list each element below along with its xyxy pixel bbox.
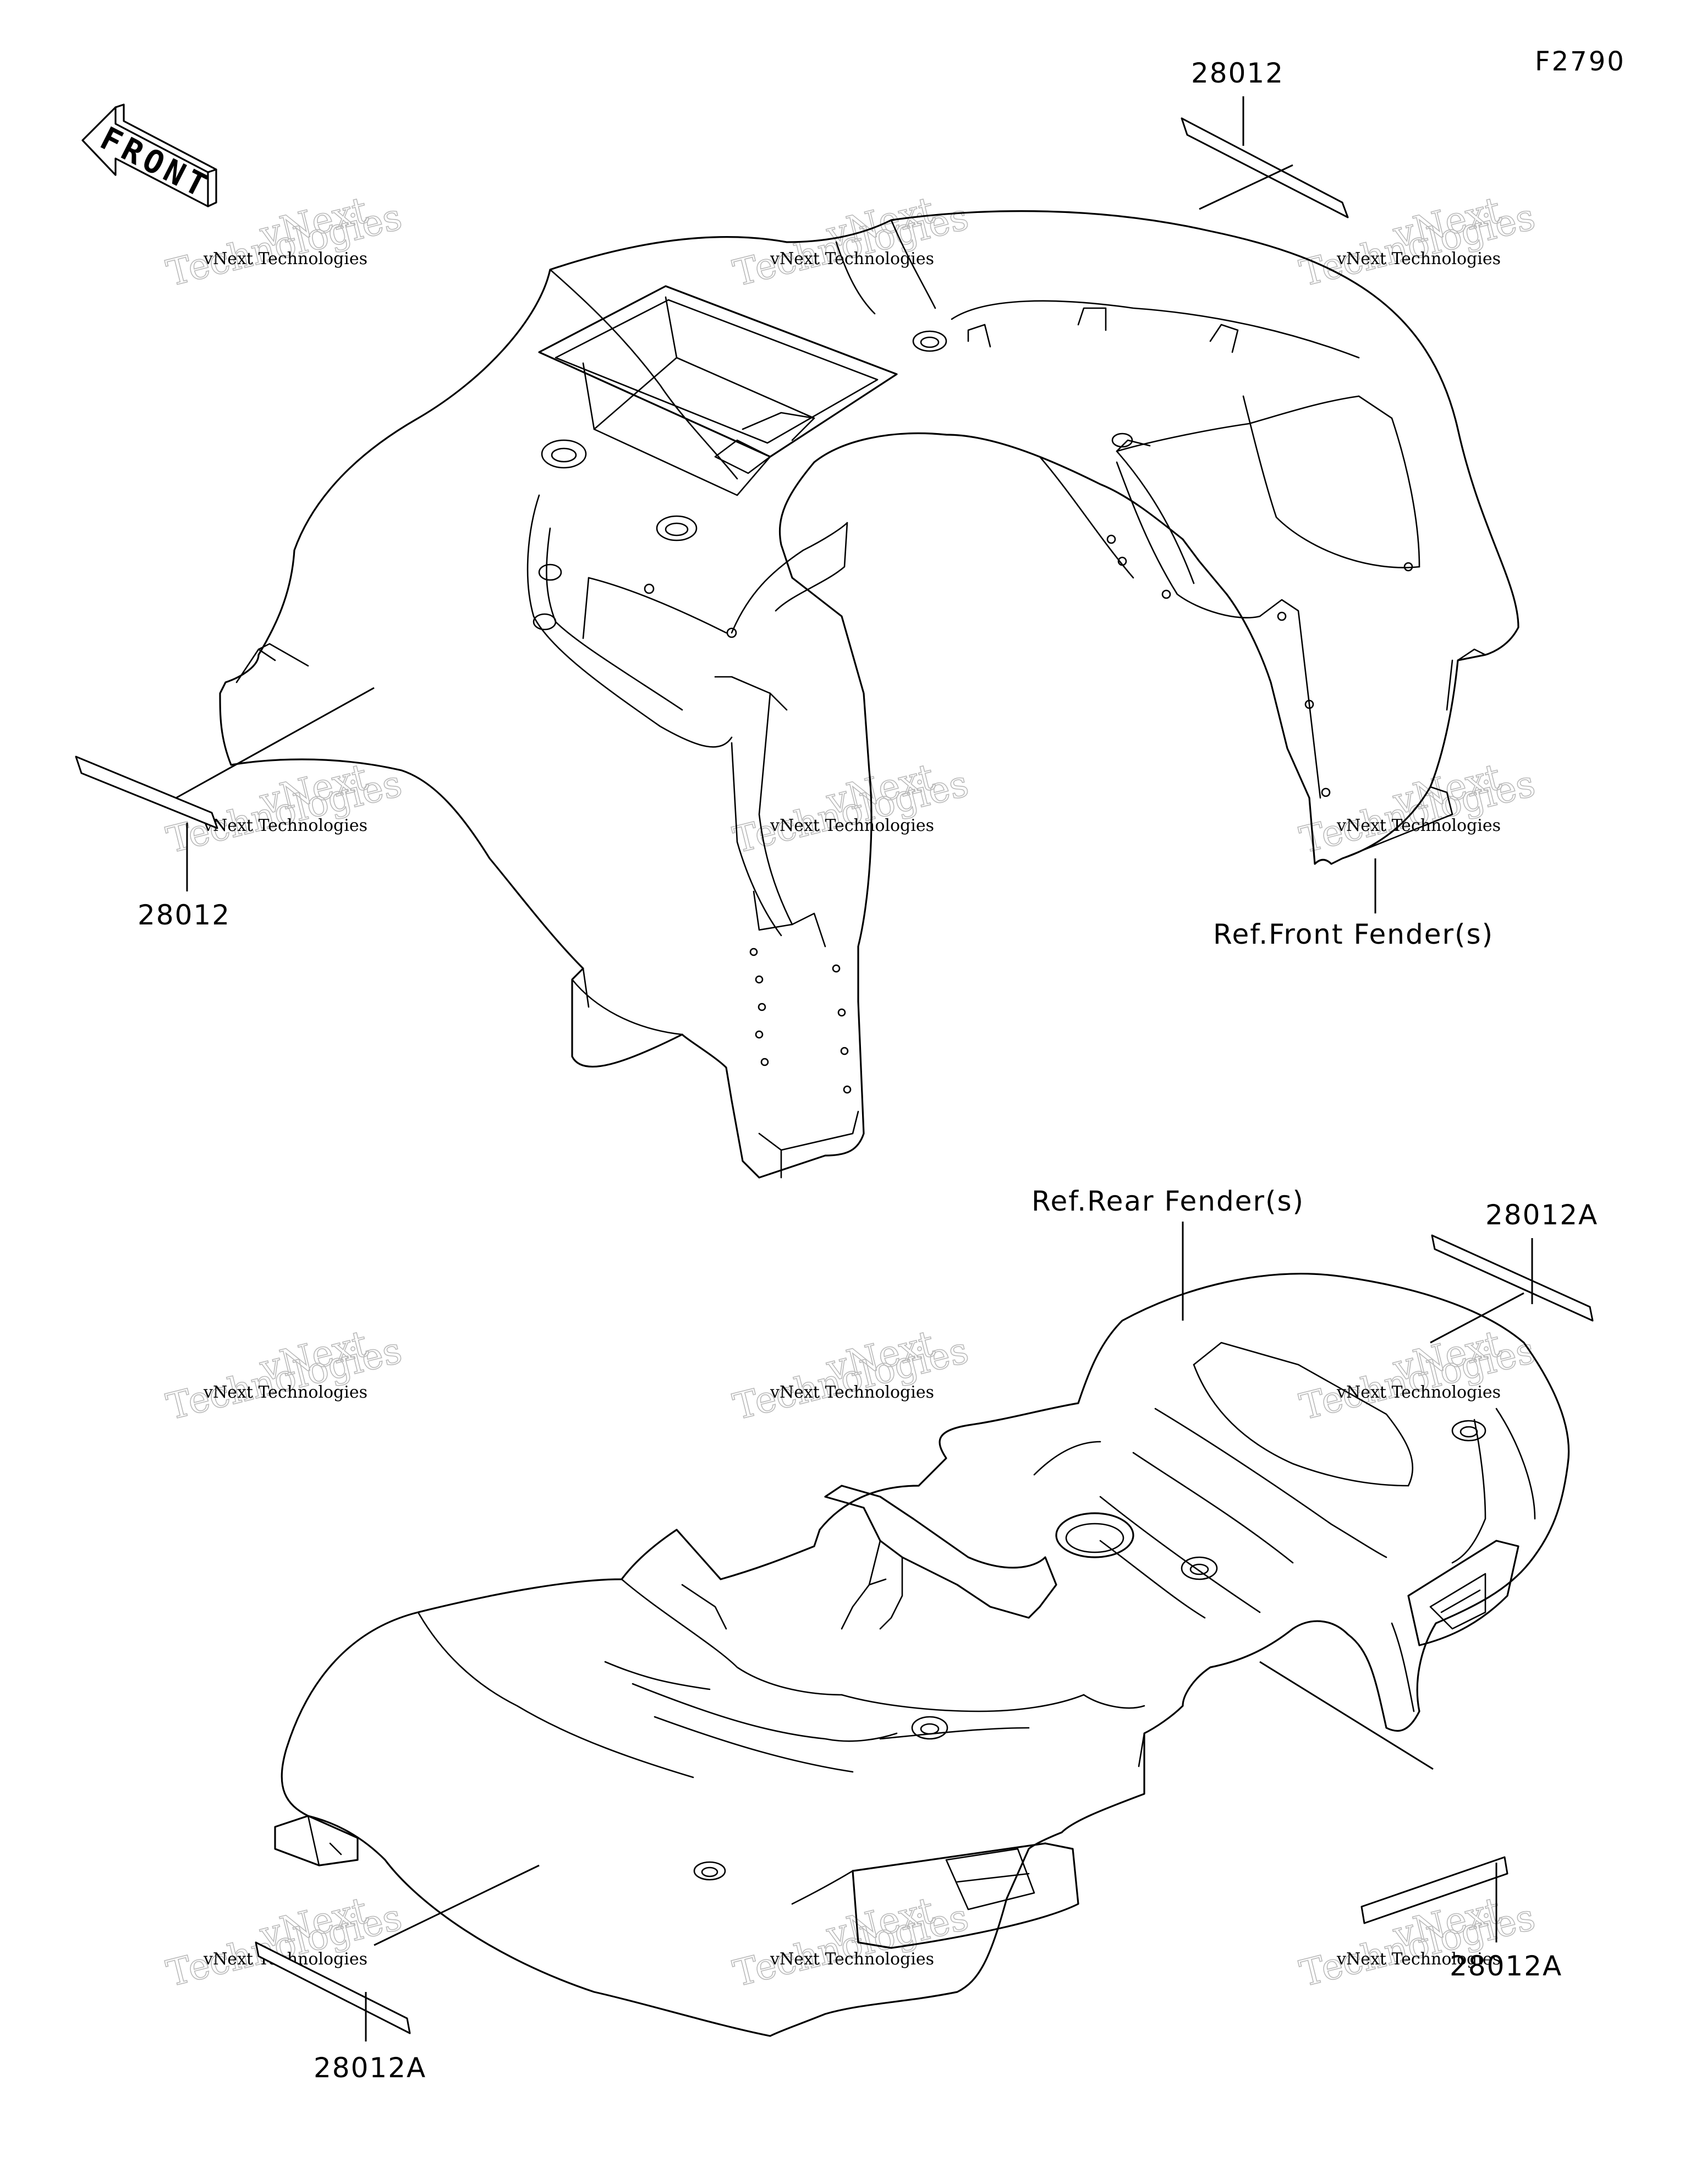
part-number-label: 28012A	[1485, 1199, 1598, 1231]
ref-front-fender-label: Ref.Front Fender(s)	[1213, 918, 1494, 950]
decal-28012-top	[1181, 117, 1349, 218]
leader-line	[175, 687, 375, 799]
front-fender	[219, 210, 1519, 1179]
part-number-label: 28012	[1191, 57, 1284, 89]
svg-text:vNext Technologies: vNext Technologies	[1336, 816, 1501, 835]
watermark: vNext Technologies vNext Technologies	[1295, 755, 1539, 862]
decal-28012a-top	[1431, 1234, 1594, 1322]
svg-text:vNext Technologies: vNext Technologies	[1336, 249, 1501, 269]
part-number-label: 28012A	[314, 2052, 426, 2084]
leader-line	[1430, 1292, 1524, 1344]
svg-text:vNext Technologies: vNext Technologies	[1336, 1383, 1501, 1402]
decal-28012a-left	[255, 1941, 411, 2034]
svg-text:vNext Technologies: vNext Technologies	[203, 1383, 367, 1402]
leader-line	[1259, 1661, 1434, 1770]
ref-rear-fender-label: Ref.Rear Fender(s)	[1031, 1185, 1304, 1217]
decal-28012-left	[75, 756, 218, 829]
watermark: vNext Technologies vNext Technologies	[728, 1322, 973, 1428]
leader-line	[1199, 164, 1293, 210]
leader-line	[374, 1864, 540, 1946]
watermark: vNext Technologies vNext Technologies	[728, 1889, 973, 1995]
watermark: vNext Technologies vNext Technologies	[1295, 1322, 1539, 1428]
front-label: FRONT	[95, 119, 217, 206]
rear-fender	[274, 1273, 1570, 2037]
part-number-label: 28012	[138, 899, 231, 931]
svg-text:vNext Technologies: vNext Technologies	[770, 816, 934, 835]
watermark: vNext Technologies vNext Technologies	[162, 1889, 406, 1995]
figure-id: F2790	[1535, 46, 1626, 77]
svg-text:vNext Technologies: vNext Technologies	[770, 1383, 934, 1402]
watermark-group: vNext Technologies vNext Technologies vN…	[162, 188, 1539, 1995]
svg-text:vNext Technologies: vNext Technologies	[203, 816, 367, 835]
svg-text:vNext Technologies: vNext Technologies	[1336, 1950, 1501, 1969]
part-number-label: 28012A	[1450, 1950, 1562, 1982]
watermark: vNext Technologies vNext Technologies	[162, 1322, 406, 1428]
svg-text:vNext Technologies: vNext Technologies	[203, 249, 367, 269]
svg-text:vNext Technologies: vNext Technologies	[770, 1950, 934, 1969]
watermark: vNext Technologies vNext Technologies	[728, 755, 973, 862]
decal-28012a-right	[1360, 1856, 1508, 1924]
front-arrow-icon: FRONT	[81, 103, 217, 207]
